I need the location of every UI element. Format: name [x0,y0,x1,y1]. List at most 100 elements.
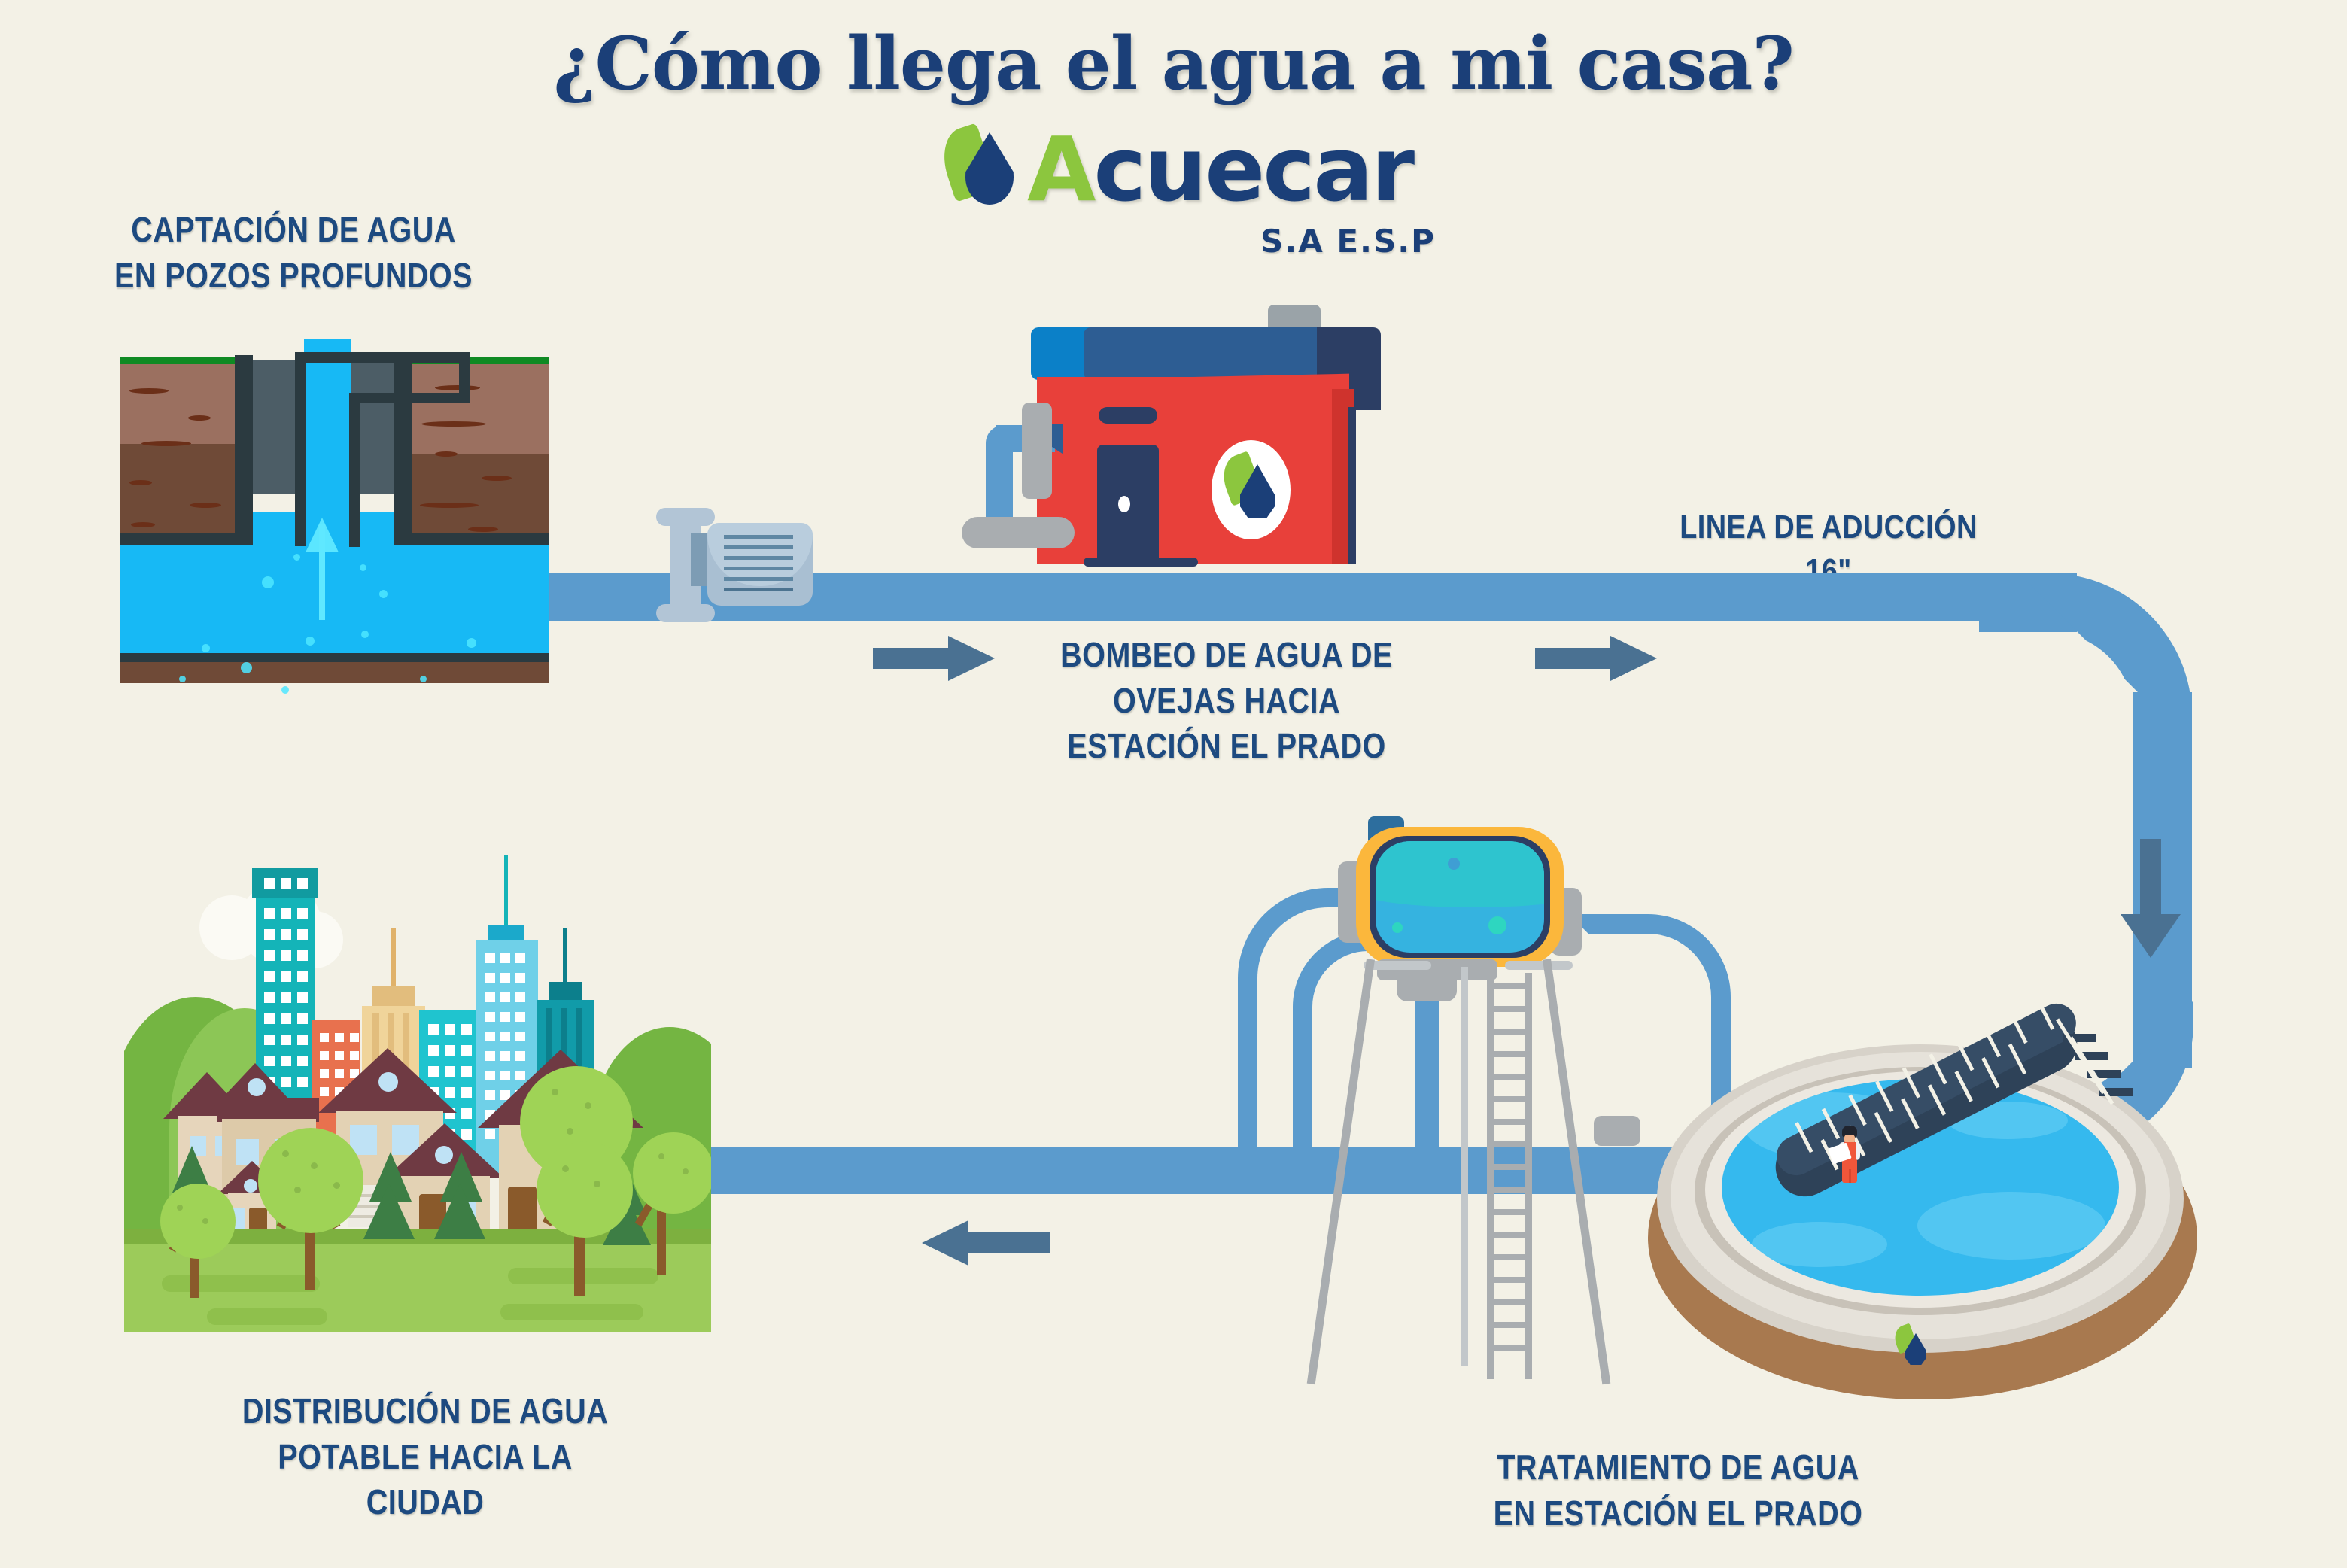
valve-top-flange [656,508,715,526]
label-tratamiento: TRATAMIENTO DE AGUA EN ESTACIÓN EL PRADO [1493,1448,1863,1533]
worker-face [1844,1135,1855,1144]
acuecar-logo: Acuecar S.A E.S.P [935,117,1471,260]
riser-pipe-inner-right [349,393,360,547]
arrow-down-icon [2121,839,2181,959]
motor-fin [724,588,793,591]
ladder-rail-left [1487,973,1494,1379]
canopy-speckle [333,1182,340,1189]
lawn-texture [207,1308,327,1325]
discharge-arm-upper [295,352,470,363]
bedrock-soil [120,662,549,683]
soil-left-lower [120,444,235,533]
canopy-speckle [585,1102,591,1109]
canopy-speckle [594,1181,600,1187]
canopy-speckle [177,1205,183,1211]
water-treatment-clarifier [1640,986,2212,1422]
page-title: ¿Cómo llega el agua a mi casa? [553,21,1794,106]
well-casing-bottom-right [394,533,549,545]
riser-water-column [304,339,351,519]
discharge-arm-lower [349,393,470,403]
lawn-texture [500,1304,643,1320]
pipe-bottom-distribution [685,1147,1798,1194]
canopy-speckle [683,1168,689,1174]
house-attic-window [244,1179,257,1193]
grass-left [120,357,235,364]
label-bombeo: BOMBEO DE AGUA DE OVEJAS HACIA ESTACIÓN … [1060,635,1393,766]
motor-fin [724,567,793,570]
arrow-up-icon-well-head [306,518,339,552]
tower-leg [1543,959,1611,1385]
clarifier-stairs [2056,1018,2157,1120]
canopy-speckle [282,1150,289,1157]
lawn-texture [162,1275,320,1292]
canopy-speckle [294,1187,301,1193]
worker-figure [1828,1126,1865,1186]
label-distribucion: DISTRIBUCIÓN DE AGUA POTABLE HACIA LA CI… [242,1391,609,1522]
riser-pipe-inner-left [295,352,306,546]
canopy-speckle [562,1165,569,1172]
pipe-valve-box [1594,1116,1640,1146]
motor-fin [724,535,793,539]
label-captacion: CAPTACIÓN DE AGUA EN POZOS PROFUNDOS [114,210,473,295]
pump-motor [656,508,888,636]
canopy-speckle [658,1153,664,1159]
deep-well-illustration [120,339,549,694]
soil-right-lower [412,454,549,533]
canopy-speckle [552,1089,558,1095]
tree-canopy [258,1128,363,1233]
pine-tree [434,1184,485,1239]
tree-canopy [537,1141,633,1238]
pine-tree [363,1184,415,1239]
discharge-arm-upper-cap [459,352,470,400]
inlet-pedestal [962,517,1075,548]
tank-support-bar-right [1505,961,1573,970]
door-threshold [1084,558,1198,567]
tree-canopy [633,1132,711,1214]
door-handle-icon[interactable] [1118,496,1130,512]
logo-letter-a: A [1027,117,1096,221]
canopy-speckle [311,1162,318,1169]
valve-bottom-flange [656,604,715,622]
city-distribution-illustration [124,846,711,1332]
elevated-water-tank [1219,816,1655,1388]
tank-support-bar-left [1364,961,1431,970]
building-facade [1037,377,1349,564]
house-attic-window [378,1072,398,1092]
arrow-right-icon-1 [873,636,1001,681]
ladder-rail-right [1525,973,1532,1379]
well-casing-right [394,355,412,543]
logo-word-rest: cuecar [1093,117,1415,221]
arrow-left-icon [922,1220,1050,1266]
tank-water [1376,841,1544,953]
tank-outlet [1397,973,1457,1001]
motor-fin [724,577,793,581]
door-awning [1099,407,1157,424]
motor-fin [724,556,793,560]
tower-leg [1306,959,1375,1385]
canopy-speckle [202,1218,208,1224]
skyscraper-darkteal-cap [549,982,582,1001]
well-casing-left [235,355,253,543]
soil-right-upper [412,363,549,454]
house-roof-block [217,1098,319,1122]
bedrock-layer [120,653,549,664]
pumping-station-building [962,305,1467,591]
logo-wordmark: Acuecar [1027,117,1415,221]
house-door[interactable] [508,1187,537,1236]
soil-left-upper [120,363,235,444]
inlet-riser-grey [1022,403,1052,499]
skyscraper-lightblue-antenna [504,855,508,929]
house-attic-window [248,1078,266,1096]
grass-right [412,357,549,364]
building-corner-trim [1348,407,1356,564]
tower-leg-center [1461,967,1468,1366]
tree-canopy [160,1184,236,1259]
canopy-speckle [567,1128,573,1135]
roof-vent [1268,305,1321,330]
skyscraper-darkteal-antenna [563,928,567,986]
motor-fin [724,545,793,549]
logo-subtitle: S.A E.S.P [1260,223,1436,260]
skyscraper-lightblue-cap [488,925,524,941]
tower-tan-crown [372,986,415,1009]
